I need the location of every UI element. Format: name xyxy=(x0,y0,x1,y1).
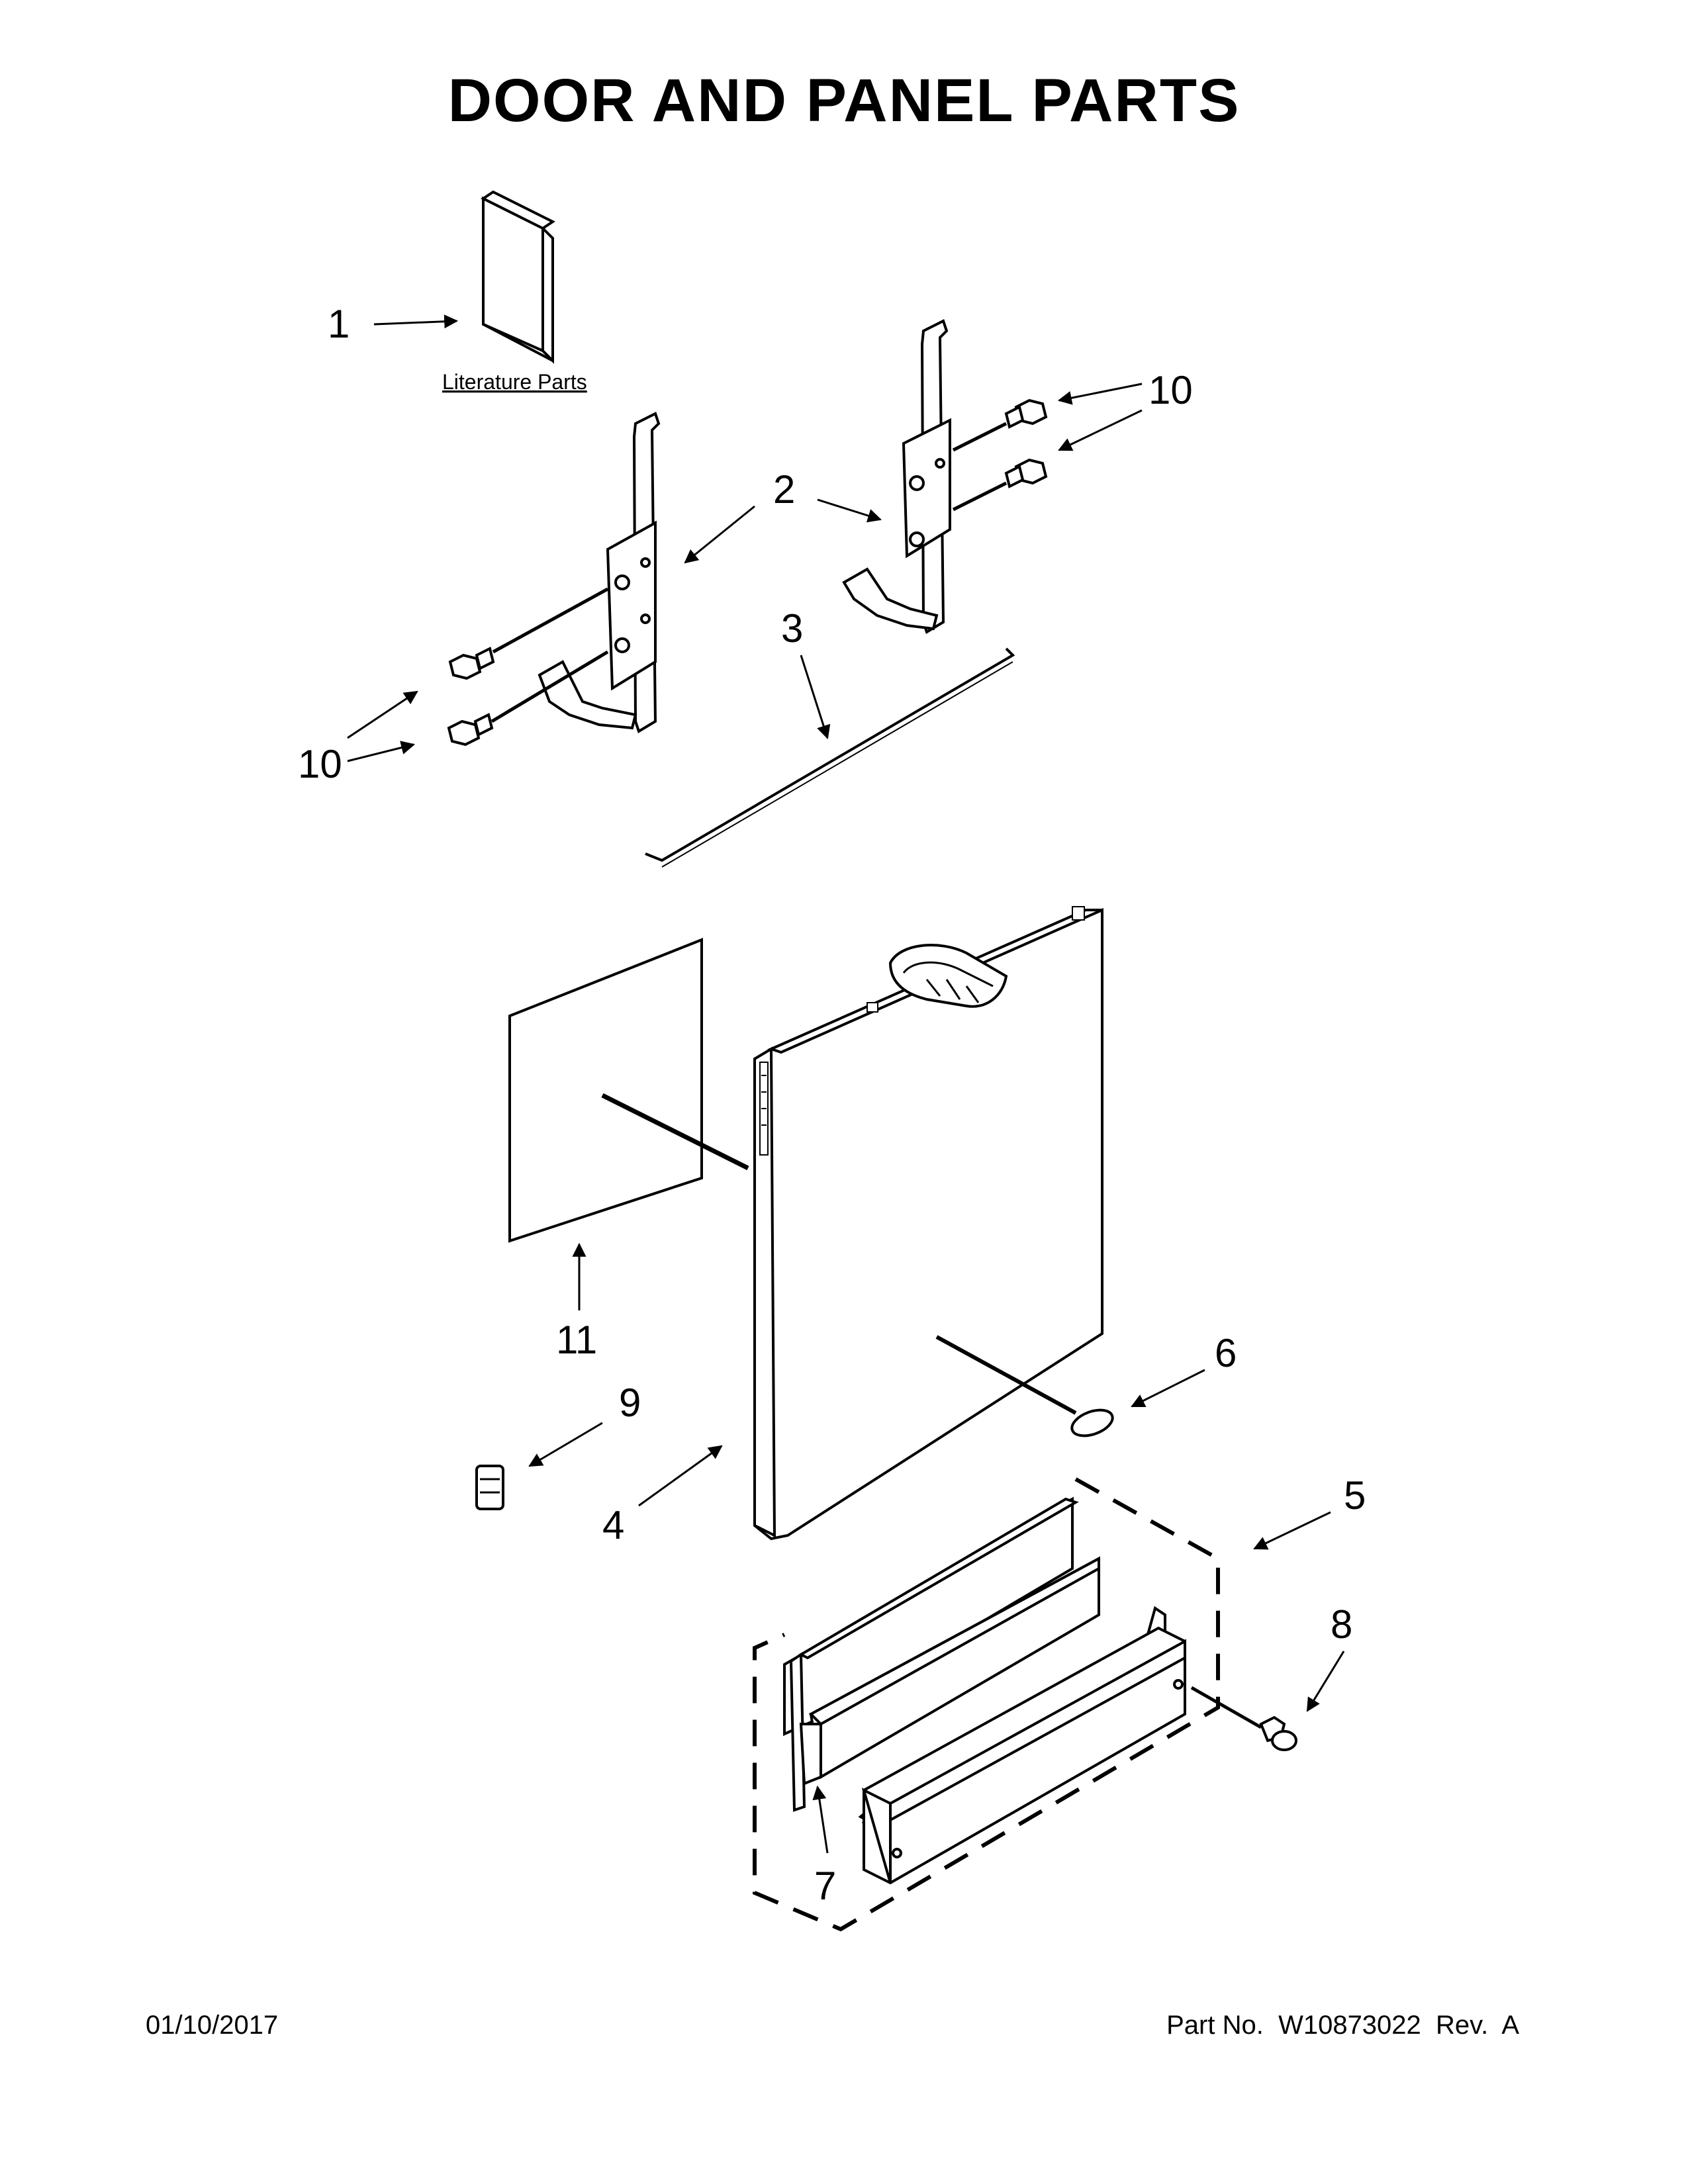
callout-9: 9 xyxy=(619,1381,641,1425)
leader-7 xyxy=(812,1785,829,1854)
footer-part-number: Part No. W10873022 Rev. A xyxy=(1166,2011,1519,2040)
outer-door-panel[interactable] xyxy=(753,906,1103,1541)
leader-10-left-lower xyxy=(347,741,416,762)
callout-10-right: 10 xyxy=(1149,368,1193,412)
callout-10-left: 10 xyxy=(298,742,342,786)
callout-11: 11 xyxy=(556,1318,597,1362)
page-title: DOOR AND PANEL PARTS xyxy=(447,67,1241,134)
insulation-panel[interactable] xyxy=(508,938,703,1243)
hinge-screw-upper-left[interactable] xyxy=(448,647,495,680)
hinge-screw-lower-right[interactable] xyxy=(1004,458,1048,488)
brand-badge[interactable] xyxy=(1068,1405,1116,1441)
leader-9 xyxy=(528,1422,603,1467)
leader-4 xyxy=(638,1445,723,1507)
callout-7: 7 xyxy=(814,1864,836,1908)
footer-date: 01/10/2017 xyxy=(146,2011,279,2040)
leader-6 xyxy=(1131,1369,1205,1408)
callout-6: 6 xyxy=(1215,1331,1237,1375)
access-panel[interactable] xyxy=(861,1626,1186,1885)
callout-2: 2 xyxy=(773,467,795,512)
leader-2-right xyxy=(817,498,882,523)
callout-8: 8 xyxy=(1331,1602,1352,1647)
screw-line-upper-right xyxy=(952,422,1008,452)
hinge-screw-lower-left[interactable] xyxy=(447,713,494,747)
callout-5: 5 xyxy=(1344,1473,1366,1518)
callout-3: 3 xyxy=(781,606,803,651)
door-badge-mount-line xyxy=(935,1335,1077,1415)
door-clip[interactable] xyxy=(475,1465,504,1510)
leader-3 xyxy=(800,655,831,740)
leader-2-left xyxy=(684,505,755,564)
screw-line-8 xyxy=(1190,1686,1262,1729)
leader-5 xyxy=(1253,1511,1331,1550)
toe-panel-assembly-outline xyxy=(753,1477,1220,1932)
leader-10-right-upper xyxy=(1057,383,1143,405)
hinge-screw-upper-right[interactable] xyxy=(1004,398,1048,429)
screw-line-upper-left xyxy=(492,587,609,654)
insulation-mount-line xyxy=(601,1093,749,1171)
screw-line-lower-left xyxy=(491,650,609,723)
toe-kick-panel[interactable] xyxy=(783,1496,1100,1812)
leader-1 xyxy=(373,314,459,329)
leader-8 xyxy=(1306,1651,1345,1712)
callout-4: 4 xyxy=(602,1503,624,1547)
callout-1: 1 xyxy=(328,302,350,346)
door-rod[interactable] xyxy=(645,647,1015,868)
toe-panel-screw[interactable] xyxy=(1259,1715,1297,1751)
screw-line-lower-right xyxy=(952,481,1008,512)
literature-parts-label: Literature Parts xyxy=(442,370,587,394)
leader-10-right-lower xyxy=(1058,409,1143,451)
hinge-bracket-right[interactable] xyxy=(842,319,951,634)
leader-10-left-upper xyxy=(347,690,418,739)
hinge-bracket-left[interactable] xyxy=(538,412,661,733)
literature-booklet[interactable] xyxy=(481,190,555,364)
